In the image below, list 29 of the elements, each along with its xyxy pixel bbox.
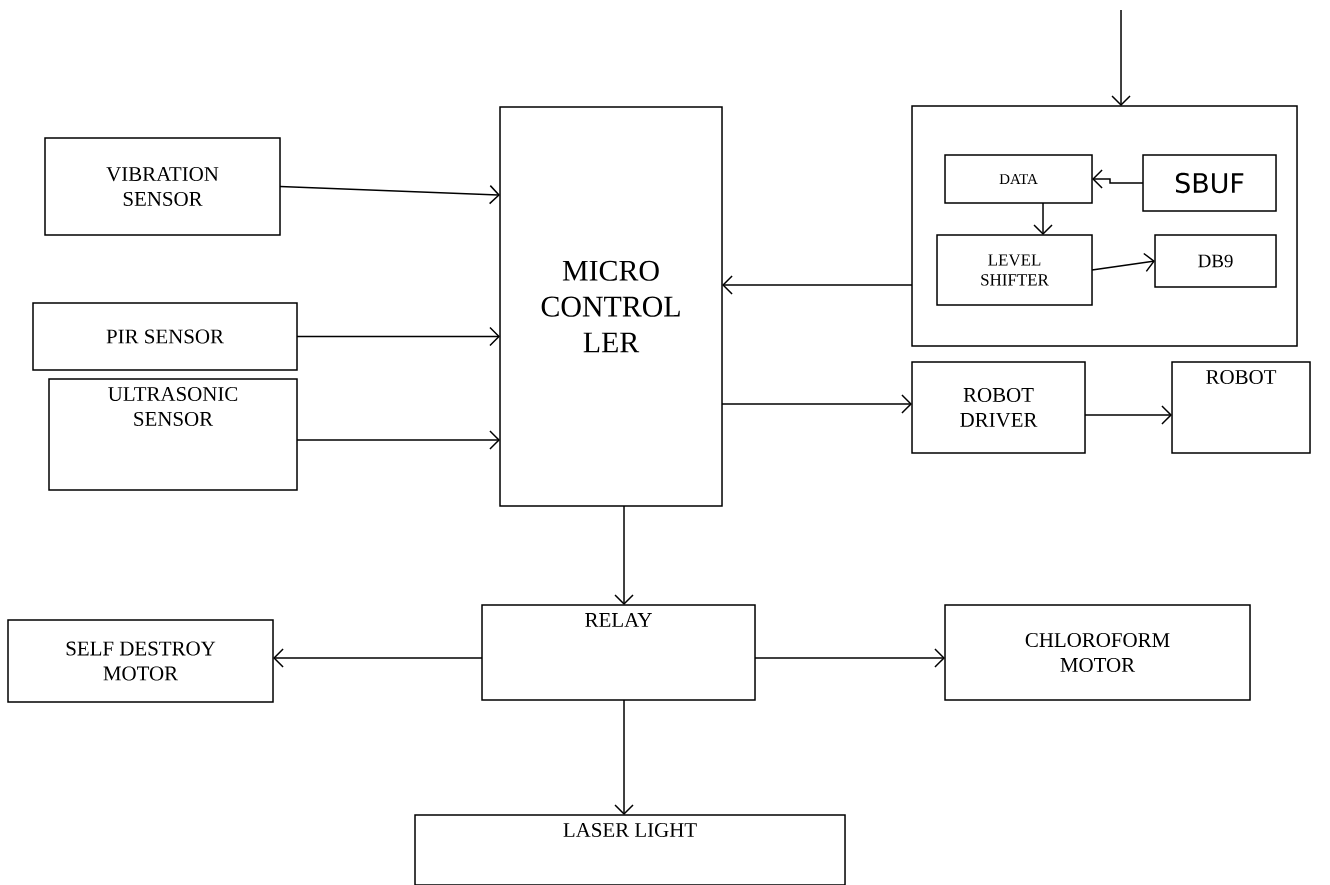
container-box <box>911 105 1298 347</box>
block-box: PIR SENSOR <box>32 302 298 371</box>
block-box: ROBOT <box>1171 361 1311 454</box>
arrow <box>1111 9 1131 106</box>
block-box: DB9 <box>1154 234 1277 288</box>
arrow <box>1033 202 1053 235</box>
block-box: ULTRASONIC SENSOR <box>48 378 298 491</box>
block-box: SBUF <box>1142 154 1277 212</box>
arrow <box>1084 405 1173 425</box>
block-box: RELAY <box>481 604 756 701</box>
block-box: SELF DESTROY MOTOR <box>7 619 274 703</box>
block-box: LASER LIGHT <box>414 814 846 885</box>
arrow <box>1091 252 1156 273</box>
arrow <box>754 648 945 668</box>
arrow <box>721 394 912 414</box>
arrow <box>279 184 500 205</box>
arrow <box>273 648 483 668</box>
block-box: ROBOT DRIVER <box>911 361 1086 454</box>
arrow <box>296 430 500 450</box>
arrow <box>296 326 500 347</box>
arrow <box>1092 169 1144 189</box>
block-box: MICRO CONTROL LER <box>499 106 723 507</box>
arrow <box>722 275 913 295</box>
arrow <box>614 505 634 605</box>
block-box: DATA <box>944 154 1093 204</box>
block-box: LEVEL SHIFTER <box>936 234 1093 306</box>
block-box: VIBRATION SENSOR <box>44 137 281 236</box>
block-box: CHLOROFORM MOTOR <box>944 604 1251 701</box>
arrow <box>614 699 634 815</box>
